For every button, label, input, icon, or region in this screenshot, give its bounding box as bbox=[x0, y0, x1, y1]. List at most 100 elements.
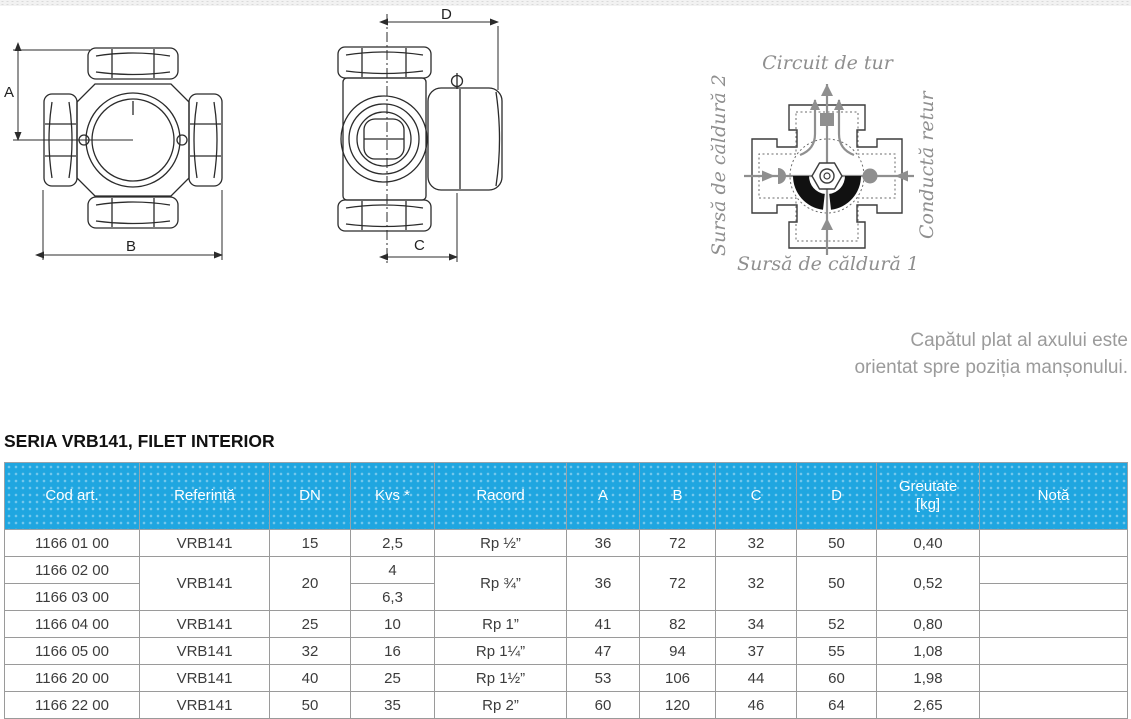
header-nota: Notă bbox=[979, 462, 1128, 530]
dimension-b bbox=[35, 190, 223, 260]
kvs-cell: 4 bbox=[350, 556, 435, 584]
dim-c-cell: 46 bbox=[715, 691, 797, 719]
dim-b-cell: 82 bbox=[639, 610, 716, 638]
racord-cell: Rp 1¼” bbox=[434, 637, 567, 665]
dim-label-b: B bbox=[126, 238, 137, 255]
dim-c-cell: 34 bbox=[715, 610, 797, 638]
header-greutate-line1: Greutate bbox=[898, 478, 958, 495]
dimension-c bbox=[379, 193, 458, 262]
dn-cell: 32 bbox=[269, 637, 351, 665]
flow-ball-segments bbox=[793, 176, 861, 210]
flow-stem-nut bbox=[811, 162, 843, 190]
dim-d-cell: 64 bbox=[796, 691, 877, 719]
header-d: D bbox=[796, 462, 877, 530]
greutate-cell: 1,98 bbox=[876, 664, 980, 692]
flow-schematic bbox=[744, 84, 914, 255]
table-row: 1166 20 00 VRB141 40 25 Rp 1½” 53 106 44… bbox=[4, 664, 1128, 692]
nota-cell bbox=[979, 529, 1128, 557]
dim-a-cell: 36 bbox=[566, 556, 640, 611]
kvs-cell: 16 bbox=[350, 637, 435, 665]
dim-d-cell: 50 bbox=[796, 529, 877, 557]
header-referinta: Referință bbox=[139, 462, 270, 530]
cod-art-cell: 1166 01 00 bbox=[4, 529, 140, 557]
dimension-a bbox=[13, 42, 133, 141]
flow-label-circuit-tur: Circuit de tur bbox=[762, 52, 893, 74]
dim-b-cell: 94 bbox=[639, 637, 716, 665]
flow-label-conducta-retur: Conductă retur bbox=[916, 91, 938, 239]
referinta-cell: VRB141 bbox=[139, 610, 270, 638]
header-row: Cod art. Referință DN Kvs * Racord A B C… bbox=[4, 462, 1128, 530]
nota-cell bbox=[979, 637, 1128, 665]
dim-a-cell: 53 bbox=[566, 664, 640, 692]
greutate-cell: 1,08 bbox=[876, 637, 980, 665]
racord-cell: Rp ½” bbox=[434, 529, 567, 557]
cod-art-cell: 1166 05 00 bbox=[4, 637, 140, 665]
dim-label-a: A bbox=[4, 84, 15, 101]
dim-a-cell: 41 bbox=[566, 610, 640, 638]
referinta-cell: VRB141 bbox=[139, 556, 270, 611]
dim-a-cell: 36 bbox=[566, 529, 640, 557]
dn-cell: 40 bbox=[269, 664, 351, 692]
nota-cell bbox=[979, 583, 1128, 611]
nota-cell bbox=[979, 691, 1128, 719]
dim-b-cell: 72 bbox=[639, 529, 716, 557]
racord-cell: Rp 2” bbox=[434, 691, 567, 719]
dim-b-cell: 120 bbox=[639, 691, 716, 719]
dimension-d bbox=[379, 18, 499, 90]
dim-a-cell: 60 bbox=[566, 691, 640, 719]
header-c: C bbox=[715, 462, 797, 530]
table-row: 1166 02 00 VRB141 20 4 Rp ¾” 36 72 32 50… bbox=[4, 556, 1128, 611]
greutate-cell: 0,80 bbox=[876, 610, 980, 638]
header-racord: Racord bbox=[434, 462, 567, 530]
valve-body-side bbox=[337, 14, 503, 263]
dn-cell: 20 bbox=[269, 556, 351, 611]
flow-label-sursa-caldura-2: Sursă de căldură 2 bbox=[708, 74, 730, 256]
cod-art-cell: 1166 20 00 bbox=[4, 664, 140, 692]
cod-art-cell: 1166 03 00 bbox=[4, 583, 140, 611]
referinta-cell: VRB141 bbox=[139, 637, 270, 665]
note-line-2: orientat spre poziția manșonului. bbox=[854, 357, 1128, 378]
kvs-cell: 2,5 bbox=[350, 529, 435, 557]
header-a: A bbox=[566, 462, 640, 530]
series-table-title: SERIA VRB141, FILET INTERIOR bbox=[4, 431, 275, 451]
racord-cell: Rp 1” bbox=[434, 610, 567, 638]
dim-a-cell: 47 bbox=[566, 637, 640, 665]
kvs-cell: 35 bbox=[350, 691, 435, 719]
dn-cell: 15 bbox=[269, 529, 351, 557]
table-row: 1166 04 00 VRB141 25 10 Rp 1” 41 82 34 5… bbox=[4, 610, 1128, 638]
header-b: B bbox=[639, 462, 716, 530]
nota-cell bbox=[979, 610, 1128, 638]
table-row: 1166 22 00 VRB141 50 35 Rp 2” 60 120 46 … bbox=[4, 691, 1128, 719]
header-greutate: Greutate [kg] bbox=[876, 462, 980, 530]
dim-c-cell: 37 bbox=[715, 637, 797, 665]
dim-d-cell: 50 bbox=[796, 556, 877, 611]
cod-art-cell: 1166 22 00 bbox=[4, 691, 140, 719]
shaft-orientation-note: Capătul plat al axului este orientat spr… bbox=[650, 327, 1128, 381]
dim-b-cell: 106 bbox=[639, 664, 716, 692]
kvs-cell: 25 bbox=[350, 664, 435, 692]
valve-body-front bbox=[43, 47, 223, 229]
dim-d-cell: 60 bbox=[796, 664, 877, 692]
dim-d-cell: 52 bbox=[796, 610, 877, 638]
kvs-cell: 10 bbox=[350, 610, 435, 638]
dim-c-cell: 32 bbox=[715, 556, 797, 611]
referinta-cell: VRB141 bbox=[139, 664, 270, 692]
dim-d-cell: 55 bbox=[796, 637, 877, 665]
header-kvs: Kvs * bbox=[350, 462, 435, 530]
valve-side-view-drawing bbox=[337, 14, 503, 263]
dim-c-cell: 32 bbox=[715, 529, 797, 557]
racord-cell: Rp ¾” bbox=[434, 556, 567, 611]
greutate-cell: 0,40 bbox=[876, 529, 980, 557]
referinta-cell: VRB141 bbox=[139, 529, 270, 557]
spec-table: Cod art. Referință DN Kvs * Racord A B C… bbox=[4, 462, 1128, 719]
valve-front-view-drawing bbox=[13, 42, 223, 260]
top-decoration-band bbox=[0, 0, 1131, 6]
header-cod-art: Cod art. bbox=[4, 462, 140, 530]
dim-label-d: D bbox=[441, 6, 452, 23]
cod-art-cell: 1166 02 00 bbox=[4, 556, 140, 584]
dn-cell: 25 bbox=[269, 610, 351, 638]
table-row: 1166 03 00 6,3 bbox=[4, 583, 1128, 611]
dim-c-cell: 44 bbox=[715, 664, 797, 692]
referinta-cell: VRB141 bbox=[139, 691, 270, 719]
